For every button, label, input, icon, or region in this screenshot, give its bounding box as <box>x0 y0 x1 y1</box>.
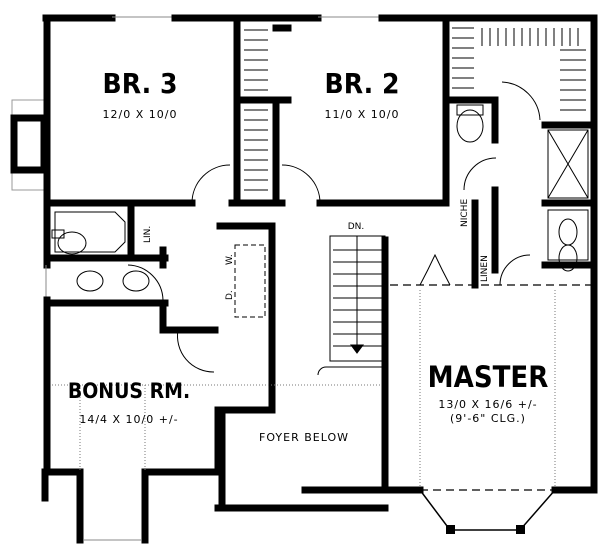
fireplace <box>10 114 48 174</box>
exterior-walls <box>41 14 598 502</box>
toilet <box>57 231 87 255</box>
room-ceiling-master: (9'-6" CLG.) <box>450 412 526 425</box>
fixtures <box>51 104 589 318</box>
room-name-br3: BR. 3 <box>103 67 178 100</box>
bathtub <box>54 211 126 253</box>
room-size-br3: 12/0 X 10/0 <box>103 108 178 121</box>
shower <box>547 129 589 199</box>
sink <box>122 270 150 292</box>
toilet <box>456 109 484 143</box>
room-name-br2: BR. 2 <box>325 67 400 100</box>
staircase <box>317 235 386 376</box>
foyer-below-label: FOYER BELOW <box>259 431 349 444</box>
washer-dryer <box>234 244 266 318</box>
dryer-label: D. <box>225 290 235 300</box>
room-size-bonus: 14/4 X 10/0 +/- <box>79 413 178 426</box>
stairs-down-label: DN. <box>348 222 365 232</box>
room-name-bonus: BONUS RM. <box>68 379 190 403</box>
room-name-master: MASTER <box>428 360 549 394</box>
niche-label: NICHE <box>460 199 470 227</box>
room-size-br2: 11/0 X 10/0 <box>325 108 400 121</box>
washer-label: W. <box>225 254 235 265</box>
closet-shelving <box>244 27 586 191</box>
interior-walls <box>43 14 598 544</box>
linen-label: LINEN <box>480 255 490 282</box>
bay-window <box>419 489 556 531</box>
sink <box>76 270 104 292</box>
down-arrow-icon <box>350 344 364 354</box>
room-size-master: 13/0 X 16/6 +/- <box>438 398 537 411</box>
door-swings <box>127 81 541 373</box>
linen-closet-label: LIN. <box>143 226 153 243</box>
vanity <box>547 209 589 261</box>
